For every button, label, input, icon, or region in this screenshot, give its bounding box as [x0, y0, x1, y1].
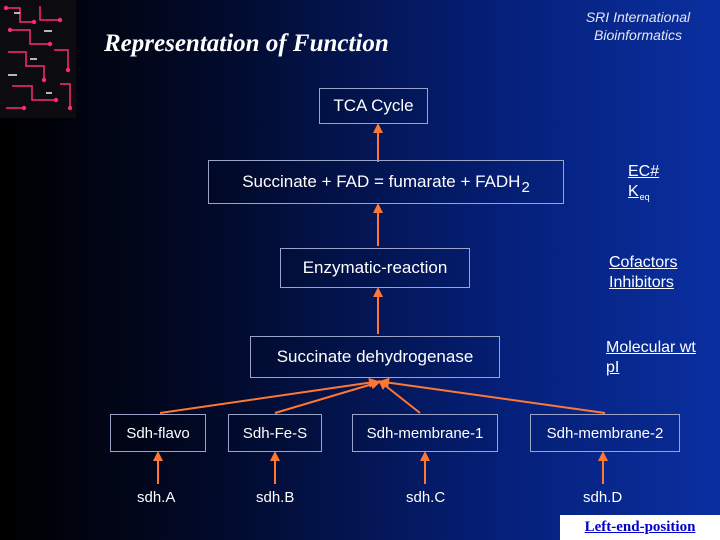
ec-number-label: EC# [628, 163, 660, 180]
enzyme-box: Succinate dehydrogenase [250, 336, 500, 378]
enzyme-label: Succinate dehydrogenase [276, 347, 474, 366]
arrow-subunit-1 [159, 377, 379, 414]
reaction-label: Succinate + FAD = fumarate + FADH [242, 172, 521, 191]
logo [0, 0, 76, 118]
enzymatic-reaction-box: Enzymatic-reaction [280, 248, 470, 288]
subunit-label-4: Sdh-membrane-2 [546, 424, 664, 442]
subunit-label-3: Sdh-membrane-1 [366, 424, 484, 442]
organization-line-2: Bioinformatics [594, 27, 682, 43]
arrow-subunit-3 [378, 379, 421, 414]
subunit-box-3: Sdh-membrane-1 [352, 414, 498, 452]
pi-label: pI [606, 359, 620, 376]
keq-label: Keq [628, 183, 650, 202]
subunit-box-2: Sdh-Fe-S [228, 414, 322, 452]
subunit-box-4: Sdh-membrane-2 [530, 414, 680, 452]
gene-label-1: sdh.A [137, 489, 176, 506]
cofactors-label: Cofactors [609, 254, 678, 271]
enzymatic-reaction-label: Enzymatic-reaction [302, 258, 448, 277]
slide-title: Representation of Function [104, 30, 389, 57]
gene-label-2: sdh.B [256, 489, 295, 506]
subunit-label-2: Sdh-Fe-S [242, 424, 308, 442]
inhibitors-label: Inhibitors [609, 274, 674, 291]
enzymatic-attributes: Cofactors Inhibitors [609, 253, 677, 293]
pathway-box: TCA Cycle [319, 88, 428, 124]
left-end-position-link[interactable]: Left-end-position [560, 515, 720, 540]
arrow-subunit-2 [274, 379, 381, 414]
organization-label: SRI International Bioinformatics [560, 8, 716, 44]
pathway-label: TCA Cycle [333, 96, 414, 115]
reaction-attributes: EC# Keq [628, 162, 659, 203]
gene-label-4: sdh.D [583, 489, 623, 506]
subunit-box-1: Sdh-flavo [110, 414, 206, 452]
organization-line-1: SRI International [585, 9, 691, 25]
reaction-subscript: 2 [521, 178, 530, 196]
molecular-weight-label: Molecular wt [606, 339, 696, 356]
subunit-label-1: Sdh-flavo [126, 424, 190, 442]
gene-label-3: sdh.C [406, 489, 446, 506]
enzyme-attributes: Molecular wt pI [606, 338, 696, 378]
arrow-subunit-4 [379, 377, 606, 414]
